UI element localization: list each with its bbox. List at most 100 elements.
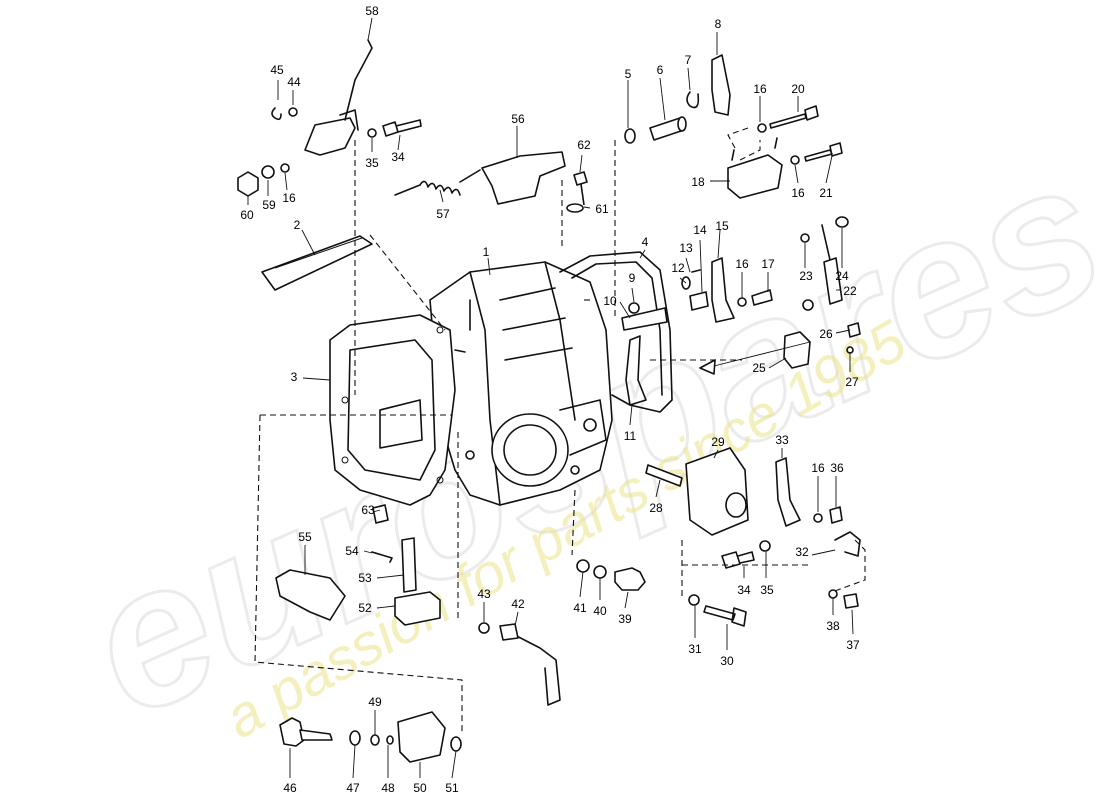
callout-27: 27 [845, 375, 859, 389]
spring [394, 169, 481, 196]
callout-30: 30 [720, 654, 734, 668]
callout-25: 25 [752, 361, 766, 375]
screw-37 [843, 593, 859, 609]
callout-12: 12 [671, 261, 685, 275]
linkage-set [681, 257, 773, 323]
callout-24: 24 [835, 269, 849, 283]
bushing-63 [372, 504, 389, 524]
callout-13: 13 [679, 241, 693, 255]
callout-9: 9 [629, 271, 636, 285]
bolt-62 [573, 171, 588, 206]
callout-5: 5 [625, 67, 632, 81]
callout-15: 15 [715, 219, 729, 233]
shift-lever-bracket [304, 39, 373, 156]
cover-strip [261, 235, 373, 291]
callout-61: 61 [595, 202, 609, 216]
callout-3: 3 [291, 370, 298, 384]
bellhousing-gasket [329, 314, 456, 506]
bottom-part-group [279, 711, 462, 763]
callout-11: 11 [624, 429, 637, 443]
callout-46: 46 [283, 781, 297, 795]
callout-42: 42 [511, 597, 525, 611]
callout-55: 55 [298, 530, 312, 544]
lever-25 [783, 331, 811, 369]
callout-26: 26 [819, 327, 833, 341]
callout-31: 31 [688, 642, 702, 656]
callout-59: 59 [262, 198, 276, 212]
callout-50: 50 [413, 781, 427, 795]
callout-22: 22 [843, 284, 857, 298]
callout-35-lower: 35 [760, 583, 774, 597]
shaft-10 [621, 307, 668, 331]
callout-36: 36 [830, 461, 844, 475]
pin-53 [401, 537, 417, 593]
callout-35-top: 35 [365, 156, 379, 170]
callout-45: 45 [270, 63, 284, 77]
bolt-30 [703, 605, 747, 627]
callout-23: 23 [799, 269, 813, 283]
side-gasket [559, 251, 673, 413]
callout-41: 41 [573, 601, 587, 615]
bolt-20 [769, 105, 819, 129]
leader-lines [247, 17, 854, 779]
callout-40: 40 [593, 604, 607, 618]
callout-60: 60 [240, 208, 254, 222]
callout-6: 6 [657, 63, 664, 77]
callout-38: 38 [826, 619, 840, 633]
callout-14: 14 [693, 223, 707, 237]
transmission-housing [429, 261, 613, 506]
callout-58: 58 [365, 4, 379, 18]
damper-rod [800, 216, 849, 311]
rod-42 [504, 629, 561, 706]
callout-47: 47 [346, 781, 360, 795]
callout-16-right: 16 [811, 461, 825, 475]
callout-54: 54 [345, 544, 359, 558]
shaft-28 [645, 464, 683, 487]
callout-63: 63 [361, 503, 375, 517]
bushing-set-top [624, 54, 731, 144]
callout-39: 39 [618, 612, 632, 626]
callout-44: 44 [287, 75, 301, 89]
callout-34-lower: 34 [737, 583, 751, 597]
callout-43: 43 [477, 587, 491, 601]
callout-1: 1 [483, 245, 490, 259]
callout-16-left: 16 [282, 191, 296, 205]
circlip [271, 107, 282, 121]
callout-57: 57 [436, 207, 450, 221]
block-52 [394, 591, 441, 626]
callout-34-top: 34 [391, 150, 405, 164]
callout-16-top: 16 [753, 82, 767, 96]
nut-set-left [237, 163, 290, 197]
callout-37: 37 [846, 638, 860, 652]
callout-52: 52 [358, 601, 372, 615]
selector-fork-11 [625, 335, 647, 406]
callout-10: 10 [603, 294, 617, 308]
lever-33 [775, 457, 801, 527]
mounting-bracket [727, 154, 783, 199]
callout-33: 33 [775, 433, 789, 447]
callout-21: 21 [819, 186, 833, 200]
dashed-connectors [254, 127, 866, 735]
bolt-34-lower [721, 551, 755, 569]
callout-62: 62 [577, 138, 591, 152]
callout-4: 4 [642, 235, 649, 249]
callout-16-linkage: 16 [735, 257, 749, 271]
callout-8: 8 [715, 17, 722, 31]
plug-39 [614, 567, 646, 591]
callout-7: 7 [685, 53, 692, 67]
heat-shield [481, 151, 566, 205]
callout-17: 17 [761, 257, 775, 271]
callout-56: 56 [511, 112, 525, 126]
bolt-34-top [382, 119, 422, 137]
callout-20: 20 [791, 82, 805, 96]
callout-28: 28 [649, 501, 663, 515]
callout-29: 29 [711, 435, 725, 449]
callout-48: 48 [381, 781, 395, 795]
callout-18: 18 [691, 175, 705, 189]
bolt-21 [804, 142, 843, 162]
spring-pin-54 [371, 551, 393, 563]
callout-2: 2 [294, 218, 301, 232]
callout-49: 49 [368, 695, 382, 709]
cover-29 [685, 447, 749, 536]
